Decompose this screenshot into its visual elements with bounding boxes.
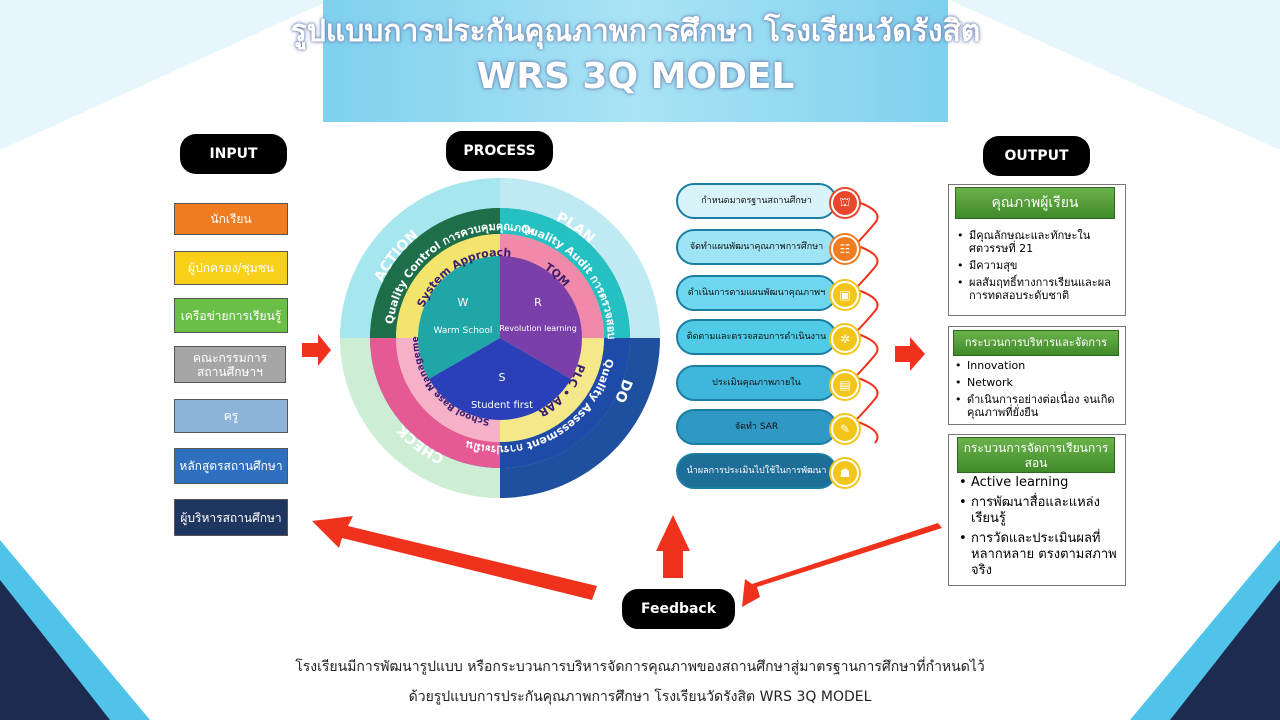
input-school-board: คณะกรรมการสถานศึกษาฯ — [174, 346, 286, 383]
check-segment — [340, 338, 500, 498]
title-band: รูปแบบการประกันคุณภาพการศึกษา โรงเรียนวั… — [291, 0, 980, 122]
sar-icon: ✎ — [831, 415, 859, 443]
core-s-label: Student first — [471, 400, 533, 411]
core-w-label: Warm School — [434, 326, 493, 336]
list-item: มีคุณลักษณะและทักษะในศตวรรษที่ 21 — [957, 229, 1121, 255]
caption-line-2: ด้วยรูปแบบการประกันคุณภาพการศึกษา โรงเรี… — [408, 689, 872, 705]
apply-results-icon: ☗ — [831, 459, 859, 487]
input-administrators: ผู้บริหารสถานศึกษา — [174, 499, 288, 536]
step-internal-assessment: ประเมินคุณภาพภายใน — [676, 365, 837, 401]
page-subtitle: WRS 3Q MODEL — [476, 56, 795, 97]
list-item: การพัฒนาสื่อและแหล่งเรียนรู้ — [959, 495, 1121, 527]
output-card-student-quality: คุณภาพผู้เรียน มีคุณลักษณะและทักษะในศตวร… — [948, 184, 1126, 316]
input-curriculum: หลักสูตรสถานศึกษา — [174, 448, 288, 484]
input-students: นักเรียน — [174, 203, 288, 235]
feedback-left-arrow — [312, 516, 597, 600]
feedback-label: Feedback — [622, 589, 735, 629]
output-list-teaching: Active learning การพัฒนาสื่อและแหล่งเรีย… — [959, 475, 1121, 579]
pdca-wheel: ACTION PLAN DO CHECK Quality Audit การตร… — [330, 168, 660, 498]
list-item: Active learning — [959, 475, 1121, 491]
list-item: Network — [955, 376, 1121, 389]
caption-line-1: โรงเรียนมีการพัฒนารูปแบบ หรือกระบวนการบร… — [295, 659, 985, 675]
core-r-segment — [500, 256, 582, 379]
process-to-output-arrow — [895, 337, 925, 371]
output-header: OUTPUT — [983, 136, 1090, 176]
input-parents-community: ผู้ปกครอง/ชุมชน — [174, 251, 288, 285]
list-item: มีความสุข — [957, 259, 1121, 272]
step-set-standards: กำหนดมาตรฐานสถานศึกษา — [676, 183, 837, 219]
list-item: ผลสัมฤทธิ์ทางการเรียนและผลการทดสอบระดับช… — [957, 276, 1121, 302]
list-item: ดำเนินการอย่างต่อเนื่อง จนเกิดคุณภาพที่ย… — [955, 393, 1121, 419]
step-plan-development: จัดทำแผนพัฒนาคุณภาพการศึกษา — [676, 229, 837, 265]
assessment-icon: ▤ — [831, 371, 859, 399]
step-implement-plan: ดำเนินการตามแผนพัฒนาคุณภาพฯ — [676, 275, 837, 311]
output-head-management: กระบวนการบริหารและจัดการ — [953, 330, 1119, 356]
action-segment — [340, 178, 500, 338]
output-card-teaching: กระบวนการจัดการเรียนการสอน Active learni… — [948, 434, 1126, 586]
output-list-student-quality: มีคุณลักษณะและทักษะในศตวรรษที่ 21 มีความ… — [957, 229, 1121, 302]
core-s-letter: S — [499, 371, 506, 384]
output-head-teaching: กระบวนการจัดการเรียนการสอน — [957, 437, 1115, 473]
input-learning-network: เครือข่ายการเรียนรู้ — [174, 298, 288, 333]
input-to-process-arrow — [302, 334, 331, 366]
core-s-segment — [429, 338, 571, 420]
standards-icon: ⛫ — [831, 189, 859, 217]
step-prepare-sar: จัดทำ SAR — [676, 409, 837, 445]
core-w-letter: W — [458, 296, 469, 309]
list-item: Innovation — [955, 359, 1121, 372]
monitor-icon: ✲ — [831, 325, 859, 353]
core-w-segment — [418, 256, 500, 379]
input-teachers: ครู — [174, 399, 288, 433]
do-segment — [500, 338, 660, 498]
core-r-label: Revolution learning — [499, 324, 577, 333]
core-r-letter: R — [534, 296, 542, 309]
plan-segment — [500, 178, 660, 338]
implement-icon: ▣ — [831, 281, 859, 309]
page-title: รูปแบบการประกันคุณภาพการศึกษา โรงเรียนวั… — [290, 14, 981, 49]
output-card-management: กระบวนการบริหารและจัดการ Innovation Netw… — [948, 326, 1126, 425]
input-header: INPUT — [180, 134, 287, 174]
step-apply-results: นำผลการประเมินไปใช้ในการพัฒนา — [676, 453, 837, 489]
plan-icon: ☷ — [831, 235, 859, 263]
output-list-management: Innovation Network ดำเนินการอย่างต่อเนื่… — [955, 359, 1121, 419]
process-header: PROCESS — [446, 131, 553, 171]
output-to-feedback-arrow — [742, 523, 942, 607]
output-head-student-quality: คุณภาพผู้เรียน — [955, 187, 1115, 219]
step-monitor-audit: ติดตามและตรวจสอบการดำเนินงาน — [676, 319, 837, 355]
feedback-up-arrow — [656, 515, 690, 578]
list-item: การวัดและประเมินผลที่หลากหลาย ตรงตามสภาพ… — [959, 531, 1121, 579]
